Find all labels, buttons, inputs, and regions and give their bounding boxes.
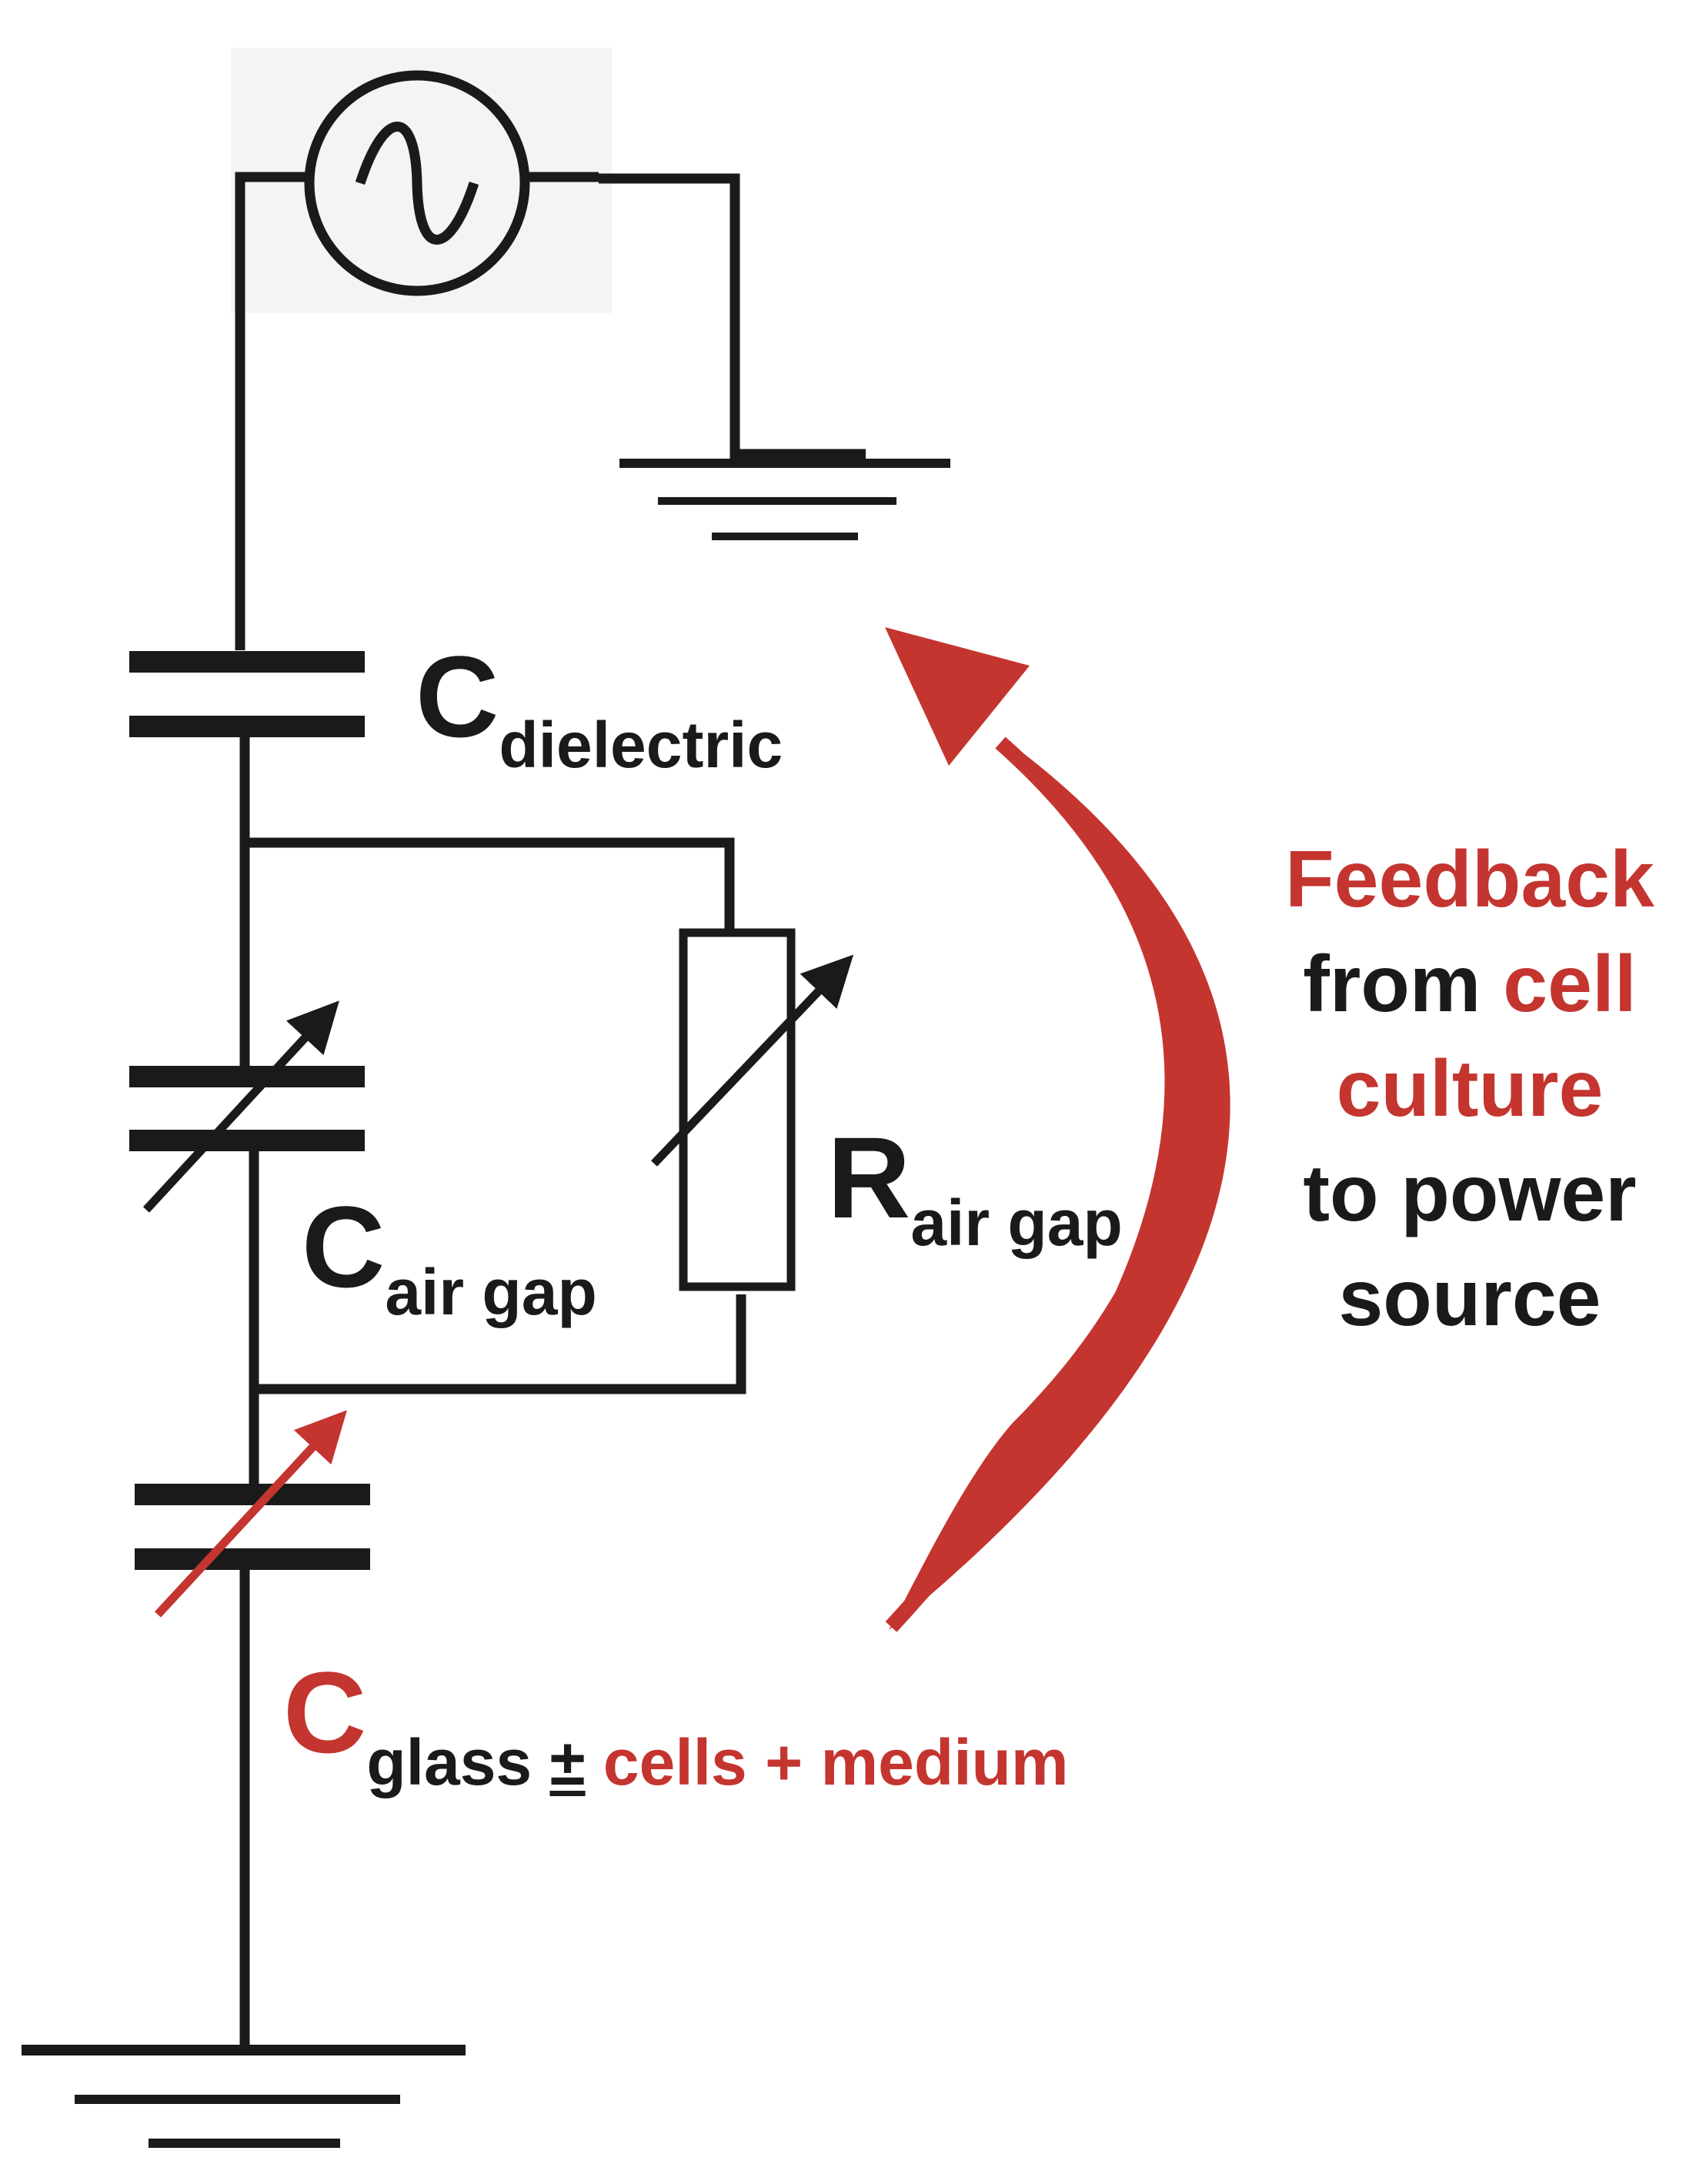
feedback-word-culture: culture — [1336, 1044, 1604, 1134]
feedback-line-source: source — [1338, 1254, 1601, 1343]
ground-icon-bottom — [22, 2045, 466, 2148]
label-r-air-gap: Rair gap — [827, 1120, 1123, 1255]
label-c-glass-sub: glass ± cells + medium — [366, 1730, 1068, 1795]
label-c-dielectric-sub: dielectric — [499, 709, 783, 781]
feedback-word-cell: cell — [1503, 940, 1637, 1029]
feedback-arrow-icon — [885, 627, 1230, 1632]
capacitor-dielectric-icon — [129, 651, 365, 1076]
label-c-glass-sub-glass: glass — [366, 1726, 533, 1798]
feedback-text: Feedback from cell culture to power sour… — [1239, 827, 1696, 1351]
label-c-air-gap-main: C — [302, 1182, 386, 1311]
feedback-word-from: from — [1303, 940, 1481, 1029]
label-c-air-gap: Cair gap — [302, 1189, 597, 1324]
label-r-air-gap-sub: air gap — [910, 1187, 1123, 1259]
feedback-line-from-cell: from cell — [1239, 932, 1696, 1037]
label-c-dielectric: Cdielectric — [416, 639, 783, 777]
label-c-glass-plus-minus: ± — [549, 1726, 586, 1798]
variable-resistor-air-gap-icon — [651, 928, 854, 1291]
label-c-air-gap-sub: air gap — [385, 1256, 597, 1328]
feedback-line-to-power: to power — [1303, 1149, 1637, 1238]
label-r-air-gap-main: R — [827, 1113, 911, 1242]
ground-icon-top — [619, 459, 950, 540]
label-c-glass: Cglass ± cells + medium — [283, 1655, 1069, 1795]
top-wires — [235, 172, 866, 650]
label-c-dielectric-main: C — [416, 632, 499, 761]
parallel-branch-wires — [245, 837, 746, 1394]
label-c-glass-main: C — [283, 1648, 367, 1777]
label-c-glass-rest: cells + medium — [585, 1726, 1069, 1798]
variable-capacitor-air-gap-icon — [129, 1000, 365, 1491]
variable-capacitor-glass-icon — [135, 1410, 370, 2047]
feedback-word-feedback: Feedback — [1285, 835, 1654, 924]
